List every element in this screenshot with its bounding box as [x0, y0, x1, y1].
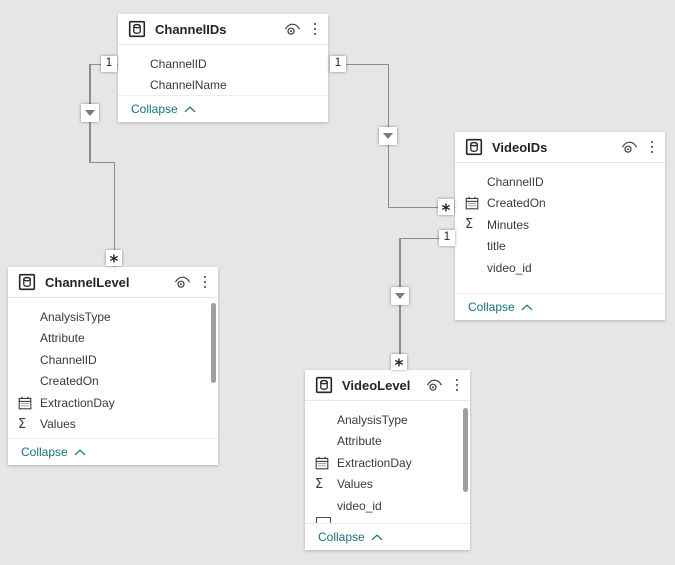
- relationship-line-channelids-videoids[interactable]: [344, 63, 389, 65]
- arrow-down-icon[interactable]: [81, 104, 99, 122]
- eye-icon[interactable]: [284, 23, 301, 36]
- table-card-header[interactable]: VideoIDs: [455, 132, 665, 163]
- field-list: AnalysisType Attribute ChannelID Created…: [8, 298, 218, 438]
- more-options-icon[interactable]: [310, 21, 321, 38]
- table-title: ChannelLevel: [45, 274, 130, 290]
- table-card-channellevel[interactable]: ChannelLevel AnalysisType Attribute Chan…: [8, 267, 218, 465]
- field-list: ChannelID CreatedOn Σ Minutes title vide…: [455, 163, 665, 293]
- table-card-channelids[interactable]: ChannelIDs ChannelID ChannelName Collaps…: [118, 14, 328, 122]
- table-card-videoids[interactable]: VideoIDs ChannelID CreatedOn Σ Minutes: [455, 132, 665, 320]
- field-row[interactable]: AnalysisType: [40, 309, 111, 324]
- field-row[interactable]: video_id: [487, 260, 532, 275]
- table-card-header[interactable]: VideoLevel: [305, 370, 470, 401]
- field-row[interactable]: video_id: [337, 498, 382, 513]
- relationship-line-channelids-channellevel[interactable]: [113, 161, 115, 268]
- relationship-line-videoids-videolevel[interactable]: [399, 237, 440, 239]
- scrollbar[interactable]: [463, 408, 468, 492]
- cardinality-one-marker[interactable]: 1: [330, 56, 346, 72]
- cardinality-many-marker[interactable]: *: [391, 354, 407, 374]
- card-footer: Collapse: [8, 438, 218, 465]
- field-row[interactable]: Attribute: [40, 331, 85, 346]
- table-icon: [18, 273, 36, 291]
- calendar-icon: [315, 456, 337, 470]
- table-card-videolevel[interactable]: VideoLevel AnalysisType Attribute Extrac…: [305, 370, 470, 550]
- collapse-button[interactable]: Collapse: [318, 530, 383, 544]
- more-options-icon[interactable]: [452, 377, 463, 394]
- field-list: AnalysisType Attribute ExtractionDay Σ V…: [305, 401, 470, 523]
- table-icon: [315, 376, 333, 394]
- scrollbar[interactable]: [211, 303, 216, 383]
- arrow-down-icon[interactable]: [379, 127, 397, 145]
- relationship-line-channelids-channellevel[interactable]: [89, 161, 115, 163]
- cardinality-many-marker[interactable]: *: [106, 250, 122, 270]
- table-icon: [465, 138, 483, 156]
- field-row[interactable]: title: [487, 239, 506, 254]
- chevron-up-icon: [184, 105, 196, 112]
- field-row[interactable]: ChannelName: [150, 78, 227, 93]
- chevron-up-icon: [521, 303, 533, 310]
- table-card-header[interactable]: ChannelLevel: [8, 267, 218, 298]
- field-row[interactable]: ChannelID: [40, 352, 97, 367]
- cardinality-one-marker[interactable]: 1: [439, 230, 455, 246]
- field-row[interactable]: CreatedOn: [40, 374, 99, 389]
- field-row[interactable]: AnalysisType: [337, 412, 408, 427]
- arrow-down-icon[interactable]: [391, 287, 409, 305]
- table-icon: [128, 20, 146, 38]
- cardinality-many-marker[interactable]: *: [438, 199, 454, 219]
- calendar-icon: [18, 396, 40, 410]
- card-footer: Collapse: [455, 293, 665, 320]
- field-row[interactable]: Σ Values: [18, 416, 76, 432]
- field-row[interactable]: ExtractionDay: [8, 392, 218, 414]
- calendar-icon: [465, 196, 487, 210]
- collapse-button[interactable]: Collapse: [468, 300, 533, 314]
- field-row[interactable]: ChannelID: [150, 56, 207, 71]
- sigma-icon: Σ: [315, 476, 324, 492]
- field-row[interactable]: CreatedOn: [455, 193, 665, 215]
- relationship-line-channelids-videoids[interactable]: [387, 206, 456, 208]
- chevron-up-icon: [371, 533, 383, 540]
- eye-icon[interactable]: [426, 379, 443, 392]
- clipped-field-icon: [316, 517, 331, 523]
- field-row[interactable]: ExtractionDay: [305, 452, 470, 474]
- field-row[interactable]: Σ Values: [315, 476, 373, 492]
- sigma-icon: Σ: [465, 217, 474, 233]
- card-footer: Collapse: [118, 95, 328, 122]
- sigma-icon: Σ: [18, 416, 27, 432]
- card-footer: Collapse: [305, 523, 470, 550]
- table-title: ChannelIDs: [155, 21, 227, 37]
- field-row[interactable]: Attribute: [337, 434, 382, 449]
- eye-icon[interactable]: [174, 276, 191, 289]
- collapse-button[interactable]: Collapse: [131, 102, 196, 116]
- cardinality-one-marker[interactable]: 1: [101, 56, 117, 72]
- chevron-up-icon: [74, 448, 86, 455]
- field-row[interactable]: ChannelID: [487, 174, 544, 189]
- more-options-icon[interactable]: [647, 139, 658, 156]
- table-title: VideoIDs: [492, 139, 548, 155]
- field-list: ChannelID ChannelName: [118, 45, 328, 95]
- field-row[interactable]: Σ Minutes: [465, 217, 530, 233]
- table-title: VideoLevel: [342, 377, 411, 393]
- table-card-header[interactable]: ChannelIDs: [118, 14, 328, 45]
- more-options-icon[interactable]: [200, 274, 211, 291]
- collapse-button[interactable]: Collapse: [21, 445, 86, 459]
- eye-icon[interactable]: [621, 141, 638, 154]
